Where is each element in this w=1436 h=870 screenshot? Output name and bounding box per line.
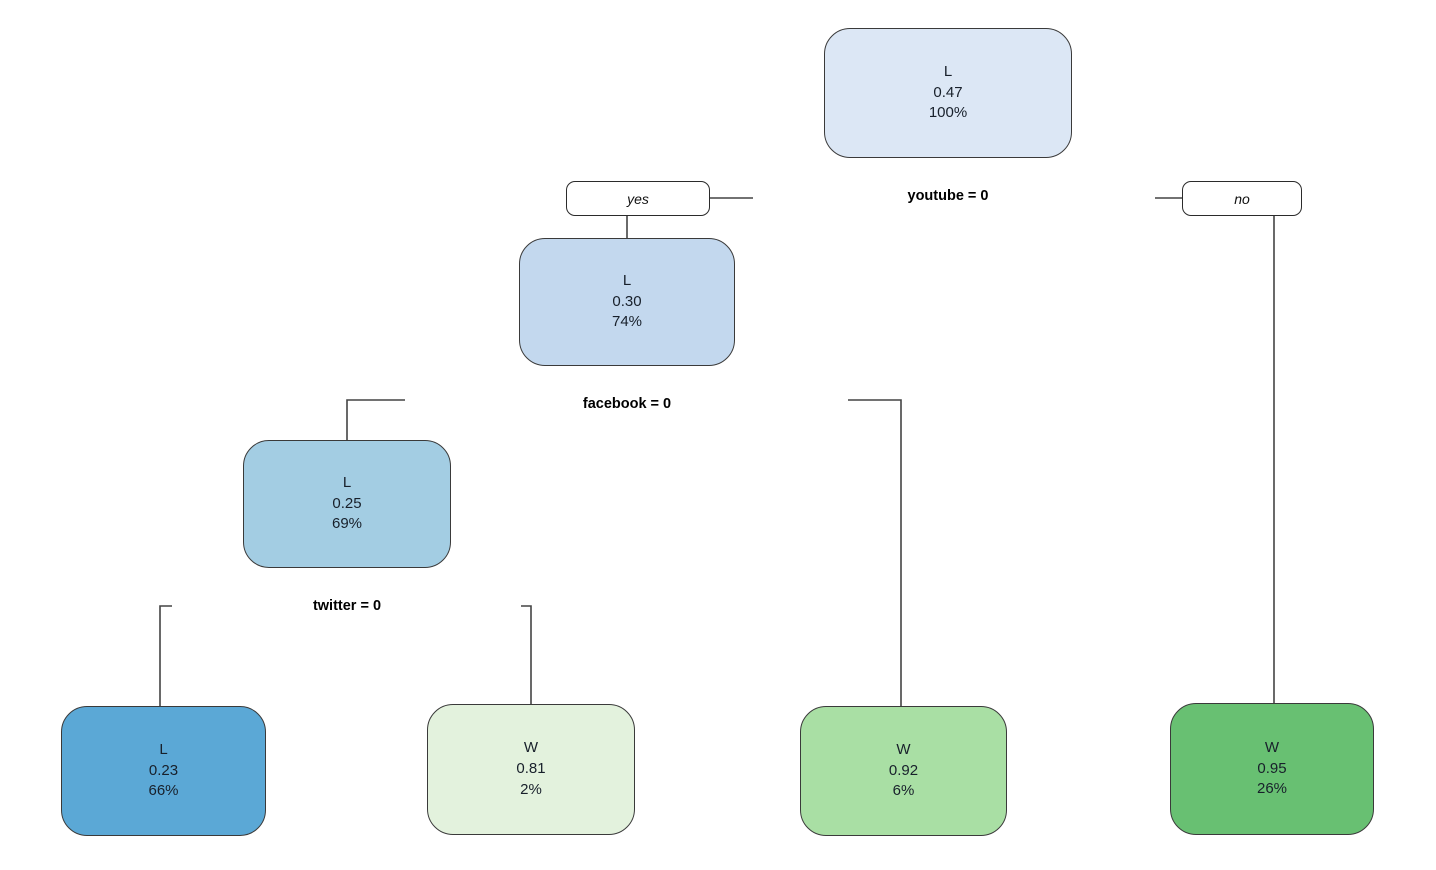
- node-probability: 0.81: [516, 760, 546, 778]
- edge-facebook-to-twitter: [346, 399, 405, 440]
- node-class-label: W: [1264, 738, 1280, 756]
- node-class-label: W: [523, 739, 539, 757]
- node-percent: 26%: [1256, 780, 1288, 798]
- node-class-label: W: [896, 740, 911, 758]
- node-percent: 100%: [928, 104, 968, 122]
- node-probability: 0.92: [888, 761, 919, 779]
- split-label-facebook: facebook = 0: [582, 396, 672, 412]
- node-class-label: L: [943, 62, 953, 80]
- edge-twitter-to-leaf-l-023: [159, 605, 172, 706]
- node-probability: 0.95: [1257, 759, 1287, 777]
- tree-node-root[interactable]: L 0.47 100%: [824, 28, 1072, 158]
- node-percent: 2%: [520, 780, 542, 798]
- tree-leaf-w-095[interactable]: W 0.95 26%: [1170, 703, 1374, 835]
- node-percent: 69%: [331, 515, 363, 533]
- tree-node-twitter[interactable]: L 0.25 69%: [243, 440, 451, 568]
- node-probability: 0.23: [148, 761, 179, 779]
- node-probability: 0.30: [612, 292, 642, 310]
- tree-leaf-w-092[interactable]: W 0.92 6%: [800, 706, 1007, 836]
- node-probability: 0.25: [332, 494, 362, 512]
- node-class-label: L: [342, 473, 352, 491]
- node-probability: 0.47: [933, 83, 963, 101]
- node-class-label: L: [622, 271, 632, 289]
- edge-label-no[interactable]: no: [1182, 181, 1302, 216]
- edge-facebook-to-leaf-w-092: [848, 399, 902, 706]
- node-percent: 66%: [148, 782, 179, 800]
- node-percent: 6%: [892, 782, 915, 800]
- tree-leaf-w-081[interactable]: W 0.81 2%: [427, 704, 635, 835]
- edge-label-yes[interactable]: yes: [566, 181, 710, 216]
- edge-twitter-to-leaf-w-081: [521, 605, 532, 704]
- node-percent: 74%: [611, 313, 643, 331]
- node-class-label: L: [159, 740, 168, 758]
- tree-leaf-l-023[interactable]: L 0.23 66%: [61, 706, 266, 836]
- split-label-youtube: youtube = 0: [907, 188, 989, 204]
- tree-node-facebook[interactable]: L 0.30 74%: [519, 238, 735, 366]
- split-label-twitter: twitter = 0: [312, 598, 382, 614]
